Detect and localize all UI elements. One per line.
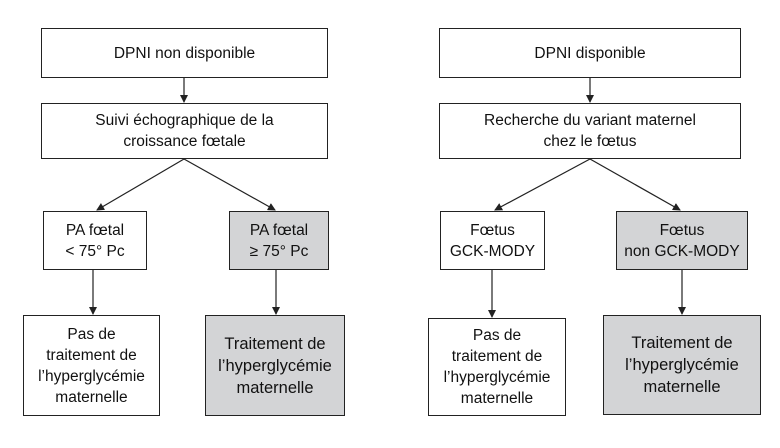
arrow-left-middle-to-branch-b — [183, 158, 276, 211]
right-branch-b-box: Fœtus non GCK-MODY — [616, 211, 748, 270]
right-outcome-b-box: Traitement de l’hyperglycémie maternelle — [603, 315, 761, 415]
right-middle-box: Recherche du variant maternel chez le fœ… — [439, 103, 741, 159]
left-outcome-b-box: Traitement de l’hyperglycémie maternelle — [205, 315, 345, 416]
left-outcome-a-box: Pas de traitement de l’hyperglycémie mat… — [23, 315, 160, 416]
left-middle-box: Suivi échographique de la croissance fœt… — [41, 103, 328, 159]
right-top-box: DPNI disponible — [439, 28, 741, 78]
arrow-left-middle-to-branch-a — [96, 158, 185, 211]
right-outcome-a-box: Pas de traitement de l’hyperglycémie mat… — [428, 318, 566, 416]
left-branch-b-box: PA fœtal ≥ 75° Pc — [229, 211, 329, 270]
left-branch-a-box: PA fœtal < 75° Pc — [43, 211, 147, 270]
left-top-box: DPNI non disponible — [41, 28, 328, 78]
arrow-right-middle-to-branch-b — [589, 158, 681, 211]
arrow-right-middle-to-branch-a — [494, 158, 591, 211]
right-branch-a-box: Fœtus GCK-MODY — [440, 211, 545, 270]
